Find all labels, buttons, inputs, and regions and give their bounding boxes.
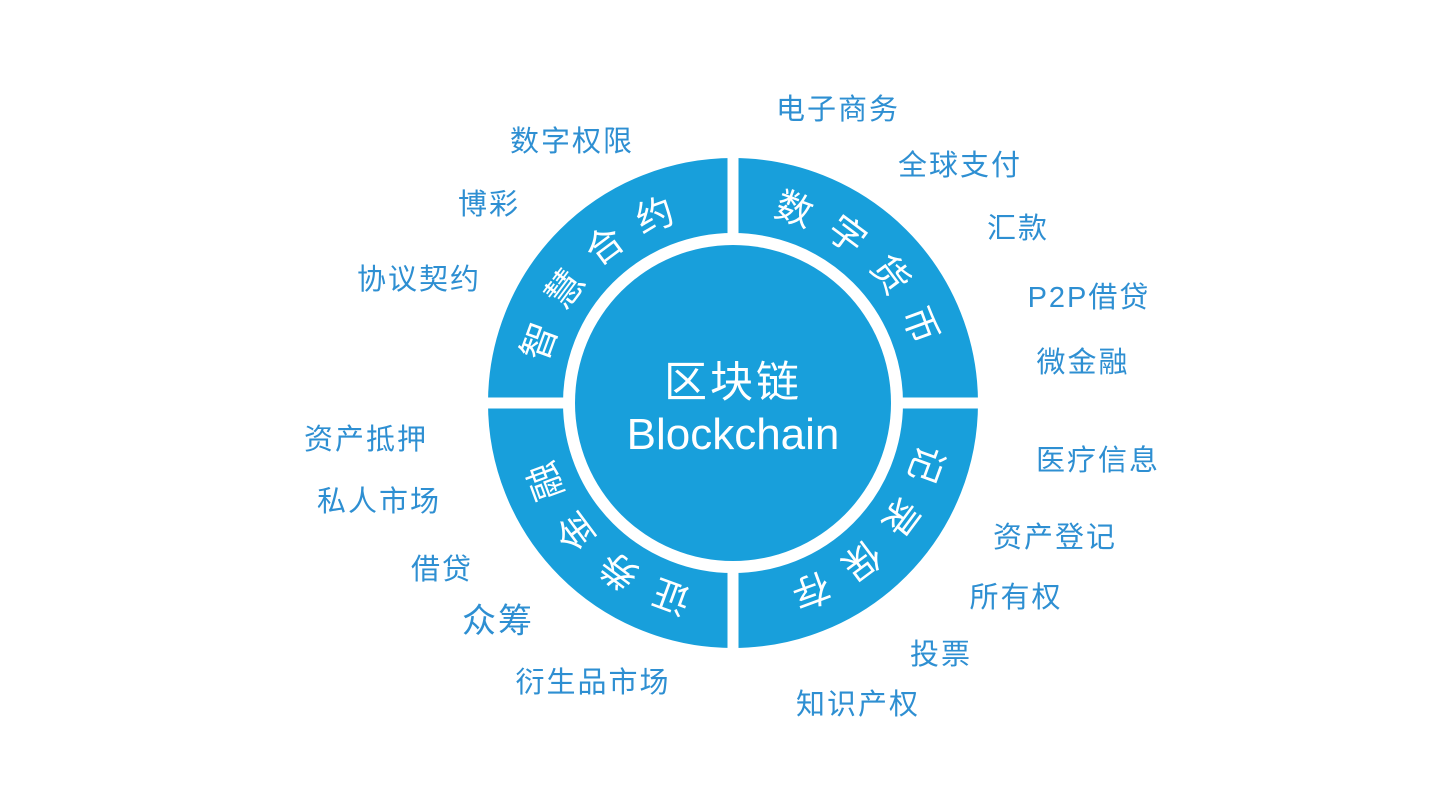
center-title-zh: 区块链 xyxy=(664,359,802,407)
center-title-en: Blockchain xyxy=(627,410,840,459)
satellite-label-ecommerce: 电子商务 xyxy=(775,94,901,126)
satellite-label-gambling: 博彩 xyxy=(457,189,521,221)
satellite-label-micro-finance: 微金融 xyxy=(1036,347,1130,379)
satellite-label-voting: 投票 xyxy=(909,639,973,671)
satellite-label-intellectual-property: 知识产权 xyxy=(795,689,921,721)
satellite-label-lending: 借贷 xyxy=(410,554,474,586)
inner-circle xyxy=(575,245,891,561)
satellite-label-protocol-contracts: 协议契约 xyxy=(356,264,482,296)
satellite-label-p2p-lending: P2P借贷 xyxy=(1027,282,1151,314)
satellite-label-crowdfunding: 众筹 xyxy=(462,602,534,641)
satellite-label-global-payments: 全球支付 xyxy=(897,150,1023,182)
satellite-label-derivatives-market: 衍生品市场 xyxy=(515,667,671,699)
satellite-label-remittance: 汇款 xyxy=(986,213,1050,245)
satellite-label-medical-records: 医疗信息 xyxy=(1035,445,1161,477)
satellite-label-ownership: 所有权 xyxy=(969,582,1063,614)
satellite-label-digital-rights: 数字权限 xyxy=(509,126,635,158)
satellite-label-asset-registration: 资产登记 xyxy=(992,522,1118,554)
satellite-label-private-markets: 私人市场 xyxy=(316,486,442,518)
satellite-label-asset-collateral: 资产抵押 xyxy=(303,424,429,456)
